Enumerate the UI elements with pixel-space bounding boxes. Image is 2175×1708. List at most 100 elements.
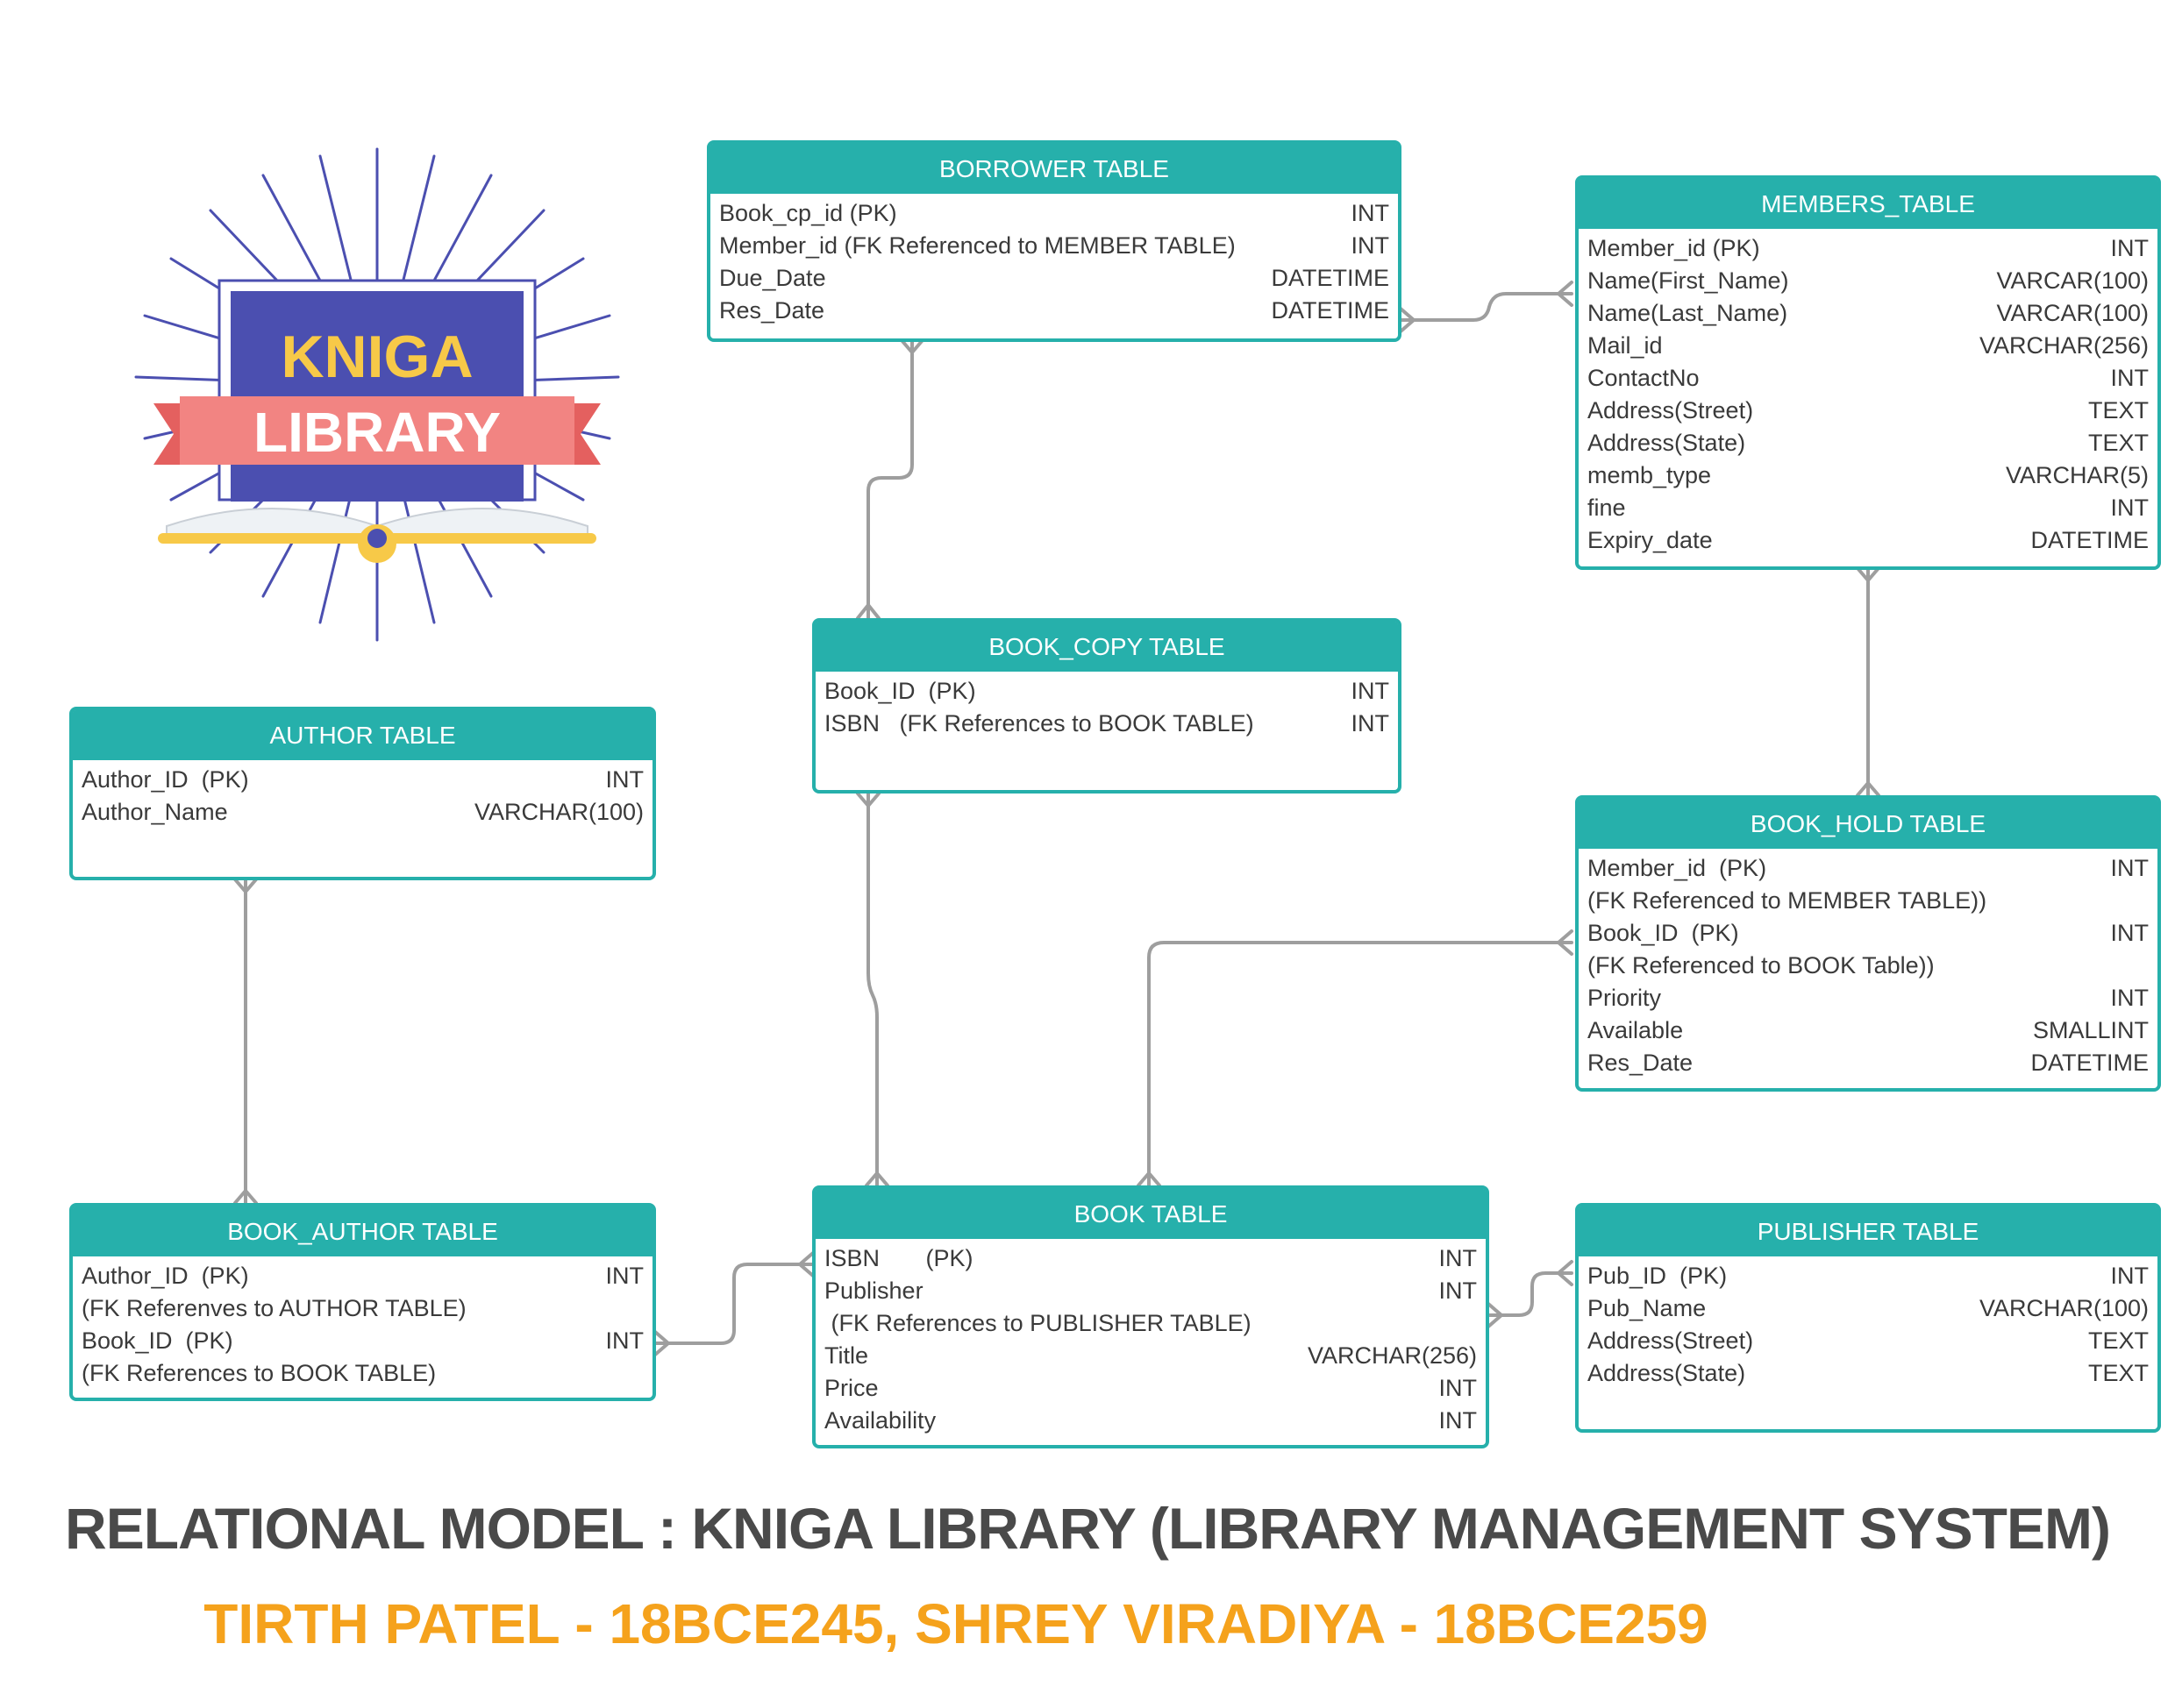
- table-row: ContactNo INT: [1587, 362, 2149, 395]
- column-name: Mail_id: [1587, 332, 1663, 359]
- column-type: INT: [2110, 365, 2150, 391]
- table-row: (FK Referenced to MEMBER TABLE)): [1587, 885, 2149, 917]
- table-row: (FK References to BOOK TABLE): [82, 1357, 644, 1390]
- crowfoot-bookauthor-right: [653, 1330, 670, 1356]
- crowfoot-bookcopy-top: [856, 603, 881, 620]
- column-name: Priority: [1587, 985, 1662, 1011]
- column-name: memb_type: [1587, 462, 1712, 488]
- connector-book-publisher: [1487, 1271, 1573, 1317]
- column-type: VARCHAR(256): [1979, 332, 2149, 359]
- column-type: VARCHAR(100): [474, 799, 644, 825]
- crowfoot-bookhold-top: [1856, 781, 1880, 797]
- crowfoot-bookauthor-top: [233, 1189, 258, 1205]
- column-name: Expiry_date: [1587, 527, 1713, 553]
- table-row: Book_ID (PK)INT: [824, 675, 1389, 708]
- column-type: INT: [2110, 855, 2150, 881]
- column-name: Author_ID (PK): [82, 766, 249, 793]
- column-type: INT: [1351, 200, 1390, 226]
- column-name: Res_Date: [719, 297, 825, 324]
- logo-ribbon: [180, 396, 574, 465]
- column-name: Book_ID (PK): [82, 1327, 233, 1354]
- column-type: DATETIME: [1271, 265, 1390, 291]
- column-type: INT: [605, 1327, 645, 1354]
- column-name: Pub_Name: [1587, 1295, 1707, 1321]
- column-name: Res_Date: [1587, 1050, 1694, 1076]
- table-title: AUTHOR TABLE: [73, 710, 652, 760]
- column-type: INT: [605, 1263, 645, 1289]
- column-name: Address(State): [1587, 430, 1746, 456]
- table-row: Mail_id VARCHAR(256): [1587, 330, 2149, 362]
- column-name: Book_ID (PK): [824, 678, 976, 704]
- column-name: Name(Last_Name): [1587, 300, 1788, 326]
- table-row: Address(State) TEXT: [1587, 427, 2149, 459]
- crowfoot-members-left: [1557, 281, 1573, 307]
- column-name: Member_id (PK): [1587, 855, 1767, 881]
- column-name: (FK References to BOOK TABLE): [82, 1360, 437, 1386]
- table-row: Address(State)TEXT: [1587, 1357, 2149, 1390]
- column-type: INT: [2110, 235, 2150, 261]
- table-title: BOOK_COPY TABLE: [816, 622, 1398, 672]
- table-title: BOOK TABLE: [816, 1189, 1486, 1239]
- column-name: Author_Name: [82, 799, 228, 825]
- column-name: Due_Date: [719, 265, 826, 291]
- column-type: SMALLINT: [2032, 1017, 2149, 1043]
- column-name: Title: [824, 1342, 869, 1369]
- table-row: Name(First_Name) VARCAR(100): [1587, 265, 2149, 297]
- table-row: Book_ID (PK)INT: [1587, 917, 2149, 950]
- table-row: Book_cp_id (PK)INT: [719, 197, 1389, 230]
- column-type: INT: [605, 766, 645, 793]
- table-row: Book_ID (PK) INT: [82, 1325, 644, 1357]
- column-name: (FK Referenced to BOOK Table)): [1587, 952, 1935, 979]
- crowfoot-bookcopy-bottom: [856, 792, 881, 808]
- table-row: Available SMALLINT: [1587, 1014, 2149, 1047]
- table-row: Author_ID (PK)INT: [82, 1260, 644, 1292]
- crowfoot-borrower-right: [1399, 307, 1416, 333]
- crowfoot-borrower-bottom: [900, 338, 924, 354]
- table-row: Pub_Name VARCHAR(100): [1587, 1292, 2149, 1325]
- authors-line: TIRTH PATEL - 18BCE245, SHREY VIRADIYA -…: [203, 1592, 1708, 1655]
- connector-bookcopy-book: [866, 792, 879, 1187]
- table-row: (FK References to PUBLISHER TABLE): [824, 1307, 1477, 1340]
- column-type: INT: [2110, 1263, 2150, 1289]
- column-type: VARCAR(100): [1996, 267, 2149, 294]
- column-name: (FK Referenves to AUTHOR TABLE): [82, 1295, 467, 1321]
- table-row: Address(Street)TEXT: [1587, 1325, 2149, 1357]
- column-name: Address(Street): [1587, 1327, 1754, 1354]
- table-row: Member_id (FK Referenced to MEMBER TABLE…: [719, 230, 1389, 262]
- column-type: TEXT: [2087, 430, 2149, 456]
- table-row: Author_Name VARCHAR(100): [82, 796, 644, 829]
- diagram-title: RELATIONAL MODEL : KNIGA LIBRARY (LIBRAR…: [65, 1496, 2111, 1561]
- column-type: INT: [1438, 1407, 1478, 1434]
- column-name: ContactNo: [1587, 365, 1700, 391]
- connector-bookauthor-book: [653, 1263, 815, 1345]
- column-name: (FK References to PUBLISHER TABLE): [824, 1310, 1252, 1336]
- table-row: (FK Referenves to AUTHOR TABLE): [82, 1292, 644, 1325]
- table-row: Address(Street)TEXT: [1587, 395, 2149, 427]
- column-name: Name(First_Name): [1587, 267, 1789, 294]
- connector-borrower-bookcopy: [866, 338, 914, 620]
- column-type: VARCHAR(5): [2005, 462, 2149, 488]
- book-hold-table: BOOK_HOLD TABLE Member_id (PK)INT(FK Ref…: [1575, 795, 2161, 1092]
- author-table: AUTHOR TABLE Author_ID (PK) INT Author_Nam…: [69, 707, 656, 880]
- table-title: MEMBERS_TABLE: [1579, 179, 2157, 229]
- column-name: Member_id (FK Referenced to MEMBER TABLE…: [719, 232, 1236, 259]
- column-type: INT: [2110, 920, 2150, 946]
- crowfoot-publisher-left: [1557, 1260, 1573, 1286]
- crowfoot-members-bottom: [1856, 566, 1880, 582]
- column-name: Available: [1587, 1017, 1684, 1043]
- column-type: VARCHAR(100): [1979, 1295, 2149, 1321]
- column-type: INT: [1351, 232, 1390, 259]
- crowfoot-book-top2: [1137, 1171, 1161, 1187]
- table-row: ISBN (PK)INT: [824, 1242, 1477, 1275]
- column-name: fine: [1587, 495, 1626, 521]
- crowfoot-book-right: [1487, 1302, 1503, 1328]
- book-pages: [166, 508, 588, 540]
